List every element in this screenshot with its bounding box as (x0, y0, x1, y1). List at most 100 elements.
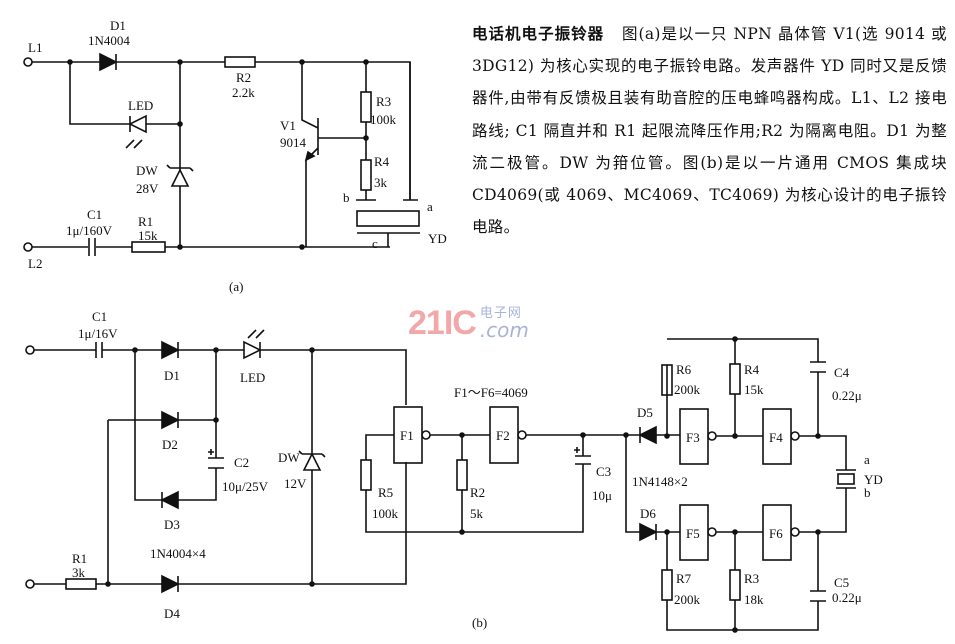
diode-d1-a (99, 52, 118, 72)
label-d1-a: D1 (110, 18, 126, 33)
capacitor-c1-b (95, 342, 103, 358)
led-b (243, 329, 265, 360)
transistor-v1-emitter (304, 150, 316, 162)
resistor-r1-b (65, 578, 97, 590)
label-d1-b: D1 (164, 368, 180, 383)
label-d2-b: D2 (162, 437, 178, 452)
resistor-r6-b (661, 364, 673, 396)
buzzer-yd-b (836, 469, 856, 489)
inverter-f2-bubble (517, 430, 527, 440)
capacitor-c1-a (88, 238, 96, 256)
inverter-f4-bubble (790, 431, 800, 441)
capacitor-c2-b (208, 449, 224, 469)
resistor-r4-b (729, 363, 741, 395)
label-r3-b-value: 18k (744, 592, 764, 607)
label-r3-b: R3 (744, 571, 759, 586)
label-r7-b-value: 200k (674, 592, 701, 607)
label-r6-b: R6 (676, 362, 692, 377)
label-dw-a: DW (136, 163, 158, 178)
label-dw-b-value: 12V (284, 476, 307, 491)
description-body: 图(a)是以一只 NPN 晶体管 V1(选 9014 或 3DG12) 为核心实… (472, 25, 947, 237)
resistor-r3-b (729, 569, 741, 601)
label-b-a: b (343, 190, 350, 205)
label-r2-a-value: 2.2k (232, 85, 255, 100)
diode-d1-b (161, 340, 180, 360)
diode-d4-b (161, 574, 180, 594)
resistor-r2-b (456, 459, 468, 491)
label-d4-b: D4 (164, 606, 180, 621)
watermark-cn: 电子网 (479, 306, 522, 321)
label-d56-note: 1N4148×2 (632, 474, 688, 489)
label-f6: F6 (769, 526, 783, 541)
label-r5-b-value: 100k (372, 506, 399, 521)
resistor-r1-a (131, 241, 166, 253)
terminal-b-top (25, 345, 35, 355)
watermark-domain: .com (479, 318, 529, 342)
label-r7-b: R7 (676, 571, 692, 586)
label-dw-a-value: 28V (136, 181, 159, 196)
label-r2-b-value: 5k (470, 506, 484, 521)
zener-dw-a (166, 164, 194, 187)
label-r4-b: R4 (744, 362, 760, 377)
label-c3-b-value: 10μ (592, 488, 612, 503)
label-yd-b: YD (864, 472, 883, 487)
label-r4-a-value: 3k (374, 175, 388, 190)
label-c2-b-value: 10μ/25V (222, 479, 269, 494)
description-title: 电话机电子振铃器 (472, 24, 605, 43)
inverter-f5-bubble (707, 527, 717, 537)
label-f4: F4 (769, 430, 783, 445)
label-r1-a: R1 (138, 214, 153, 229)
label-c1-b-value: 1μ/16V (78, 326, 118, 341)
label-c4-b: C4 (834, 365, 850, 380)
caption-a: (a) (229, 279, 243, 294)
label-c1-a: C1 (87, 207, 102, 222)
label-f3: F3 (686, 430, 700, 445)
terminal-l2 (23, 242, 33, 252)
terminal-b-bottom (25, 579, 35, 589)
capacitor-c3-b (574, 447, 591, 465)
description-text: 电话机电子振铃器 图(a)是以一只 NPN 晶体管 V1(选 9014 或 3D… (472, 18, 947, 243)
diode-d2-b (161, 410, 180, 430)
label-r1-a-value: 15k (138, 228, 158, 243)
label-dw-b: DW (278, 450, 300, 465)
label-r2-a: R2 (236, 70, 251, 85)
label-yd-a: YD (428, 231, 447, 246)
label-r5-b: R5 (378, 485, 393, 500)
label-ic-note: F1～F6=4069 (454, 385, 528, 400)
label-r2-b: R2 (470, 485, 485, 500)
buzzer-yd-a (356, 210, 420, 227)
label-led-a: LED (128, 98, 153, 113)
label-c1-a-value: 1μ/160V (66, 223, 113, 238)
caption-b: (b) (472, 615, 487, 630)
label-b-b: b (864, 485, 871, 500)
diode-d6 (639, 522, 658, 542)
label-v1: V1 (280, 118, 296, 133)
resistor-r2-a (224, 56, 256, 68)
label-d6: D6 (640, 506, 656, 521)
label-c2-b: C2 (234, 455, 249, 470)
label-v1-value: 9014 (280, 135, 307, 150)
label-c5-b: C5 (834, 575, 849, 590)
terminal-l1 (23, 57, 33, 67)
inverter-f1-bubble (421, 430, 431, 440)
label-d5: D5 (637, 405, 653, 420)
diode-d3-b (160, 490, 179, 510)
label-c-a: c (372, 236, 378, 251)
resistor-r7-b (661, 569, 673, 601)
label-l1: L1 (28, 40, 42, 55)
watermark-number: 21IC (408, 304, 477, 342)
label-d3-b: D3 (164, 517, 180, 532)
label-led-b: LED (240, 370, 265, 385)
label-r3-a: R3 (376, 94, 391, 109)
zener-dw-b (298, 450, 326, 471)
label-c4-b-value: 0.22μ (832, 388, 862, 403)
resistor-r4-a (360, 159, 372, 191)
label-r3-a-value: 100k (370, 112, 397, 127)
label-r4-b-value: 15k (744, 382, 764, 397)
label-r1-b-value: 3k (72, 565, 86, 580)
resistor-r3-a (360, 91, 372, 123)
led-a (125, 114, 147, 149)
label-a-a: a (427, 199, 433, 214)
watermark-logo: 21IC 电子网.com (408, 304, 529, 343)
